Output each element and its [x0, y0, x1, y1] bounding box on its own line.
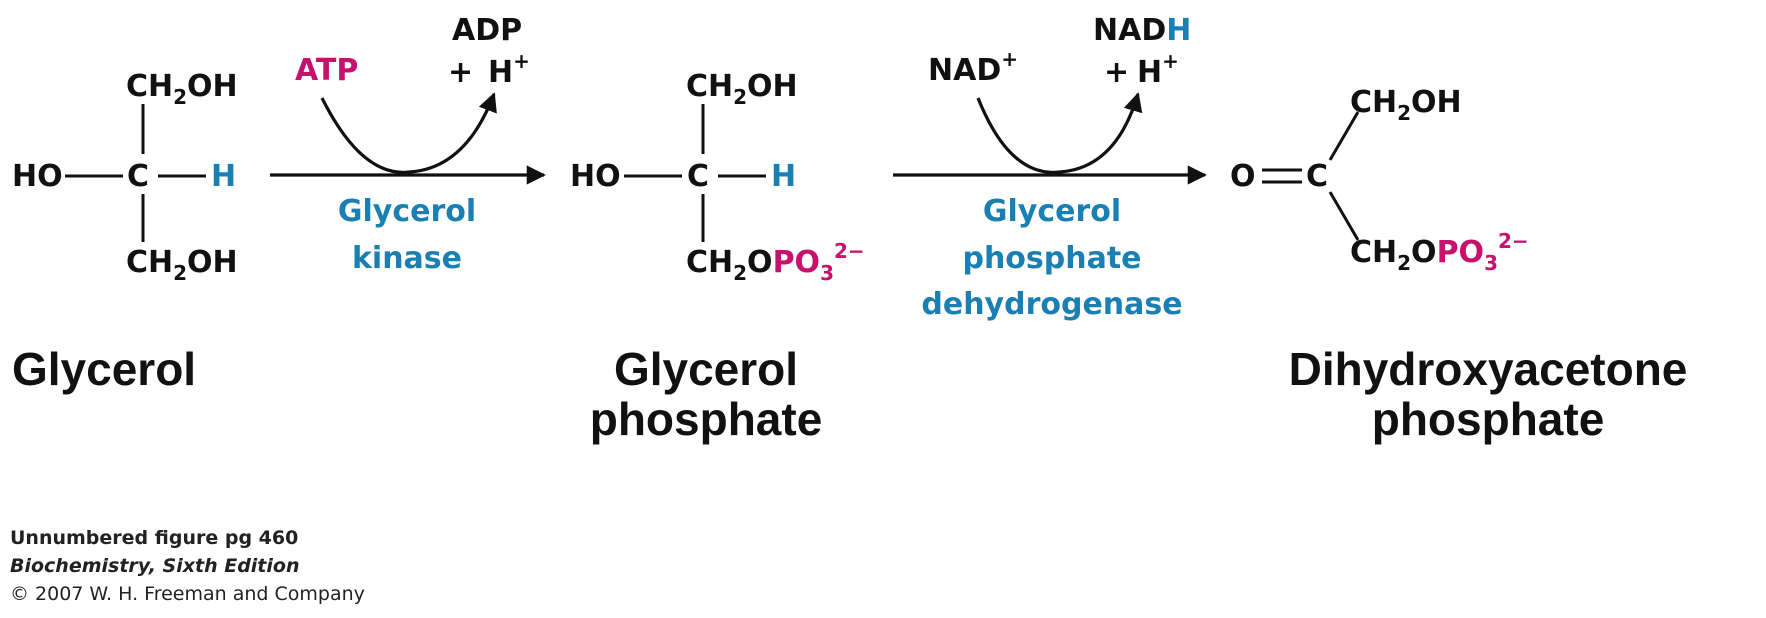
dhap-center-c: C	[1306, 159, 1328, 194]
curved-arrow-1	[320, 92, 497, 175]
glycerol-name: Glycerol	[12, 343, 196, 395]
credit-line1: Unnumbered figure pg 460	[10, 527, 298, 549]
enzyme2-line1: Glycerol	[983, 194, 1121, 229]
glycerol-structure: CH2OH HO C H CH2OH	[12, 69, 238, 285]
h-plus-label: H+	[488, 49, 530, 90]
dhap-name-line1: Dihydroxyacetone	[1289, 343, 1688, 395]
reaction2: NAD+ NADH + H+ Glycerol phosphate dehydr…	[893, 13, 1207, 322]
enzyme1-line1: Glycerol	[338, 194, 476, 229]
nad-plus-label: NAD+	[928, 47, 1018, 88]
h-plus-label-2: H+	[1137, 49, 1179, 90]
gp-right-h: H	[771, 159, 796, 194]
curved-arrow-2	[976, 92, 1143, 175]
gp-name-line1: Glycerol	[614, 343, 798, 395]
dhap-name-line2: phosphate	[1372, 393, 1605, 445]
credit-line3: © 2007 W. H. Freeman and Company	[10, 583, 365, 605]
glycerol-phosphate-structure: CH2OH HO C H CH2OPO32−	[570, 69, 865, 285]
gp-left-ho: HO	[570, 159, 621, 194]
plus-label-2: +	[1104, 55, 1129, 90]
glycerol-center-c: C	[127, 159, 149, 194]
plus-label: +	[448, 55, 473, 90]
glycerol-right-h: H	[211, 159, 236, 194]
glycerol-bottom-group: CH2OH	[126, 245, 238, 285]
enzyme2-line2: phosphate	[962, 241, 1141, 276]
bond-lower	[1328, 191, 1360, 241]
gp-name-line2: phosphate	[590, 393, 823, 445]
adp-label: ADP	[452, 13, 522, 48]
bond-upper	[1328, 111, 1360, 161]
atp-label: ATP	[295, 53, 358, 88]
glycerol-left-ho: HO	[12, 159, 63, 194]
enzyme2-line3: dehydrogenase	[921, 287, 1182, 322]
gp-bottom-group: CH2OPO32−	[686, 239, 865, 285]
enzyme1-line2: kinase	[352, 241, 462, 276]
credit-line2: Biochemistry, Sixth Edition	[10, 555, 299, 577]
gp-top-group: CH2OH	[686, 69, 798, 109]
dhap-structure: O C CH2OH CH2OPO32−	[1230, 85, 1529, 275]
glycerol-top-group: CH2OH	[126, 69, 238, 109]
dhap-top-group: CH2OH	[1350, 85, 1462, 125]
reaction1: ATP ADP + H+ Glycerol kinase	[270, 13, 546, 276]
nadh-label: NADH	[1093, 13, 1191, 48]
dhap-oxygen: O	[1230, 159, 1256, 194]
gp-center-c: C	[687, 159, 709, 194]
dhap-bottom-group: CH2OPO32−	[1350, 229, 1529, 275]
